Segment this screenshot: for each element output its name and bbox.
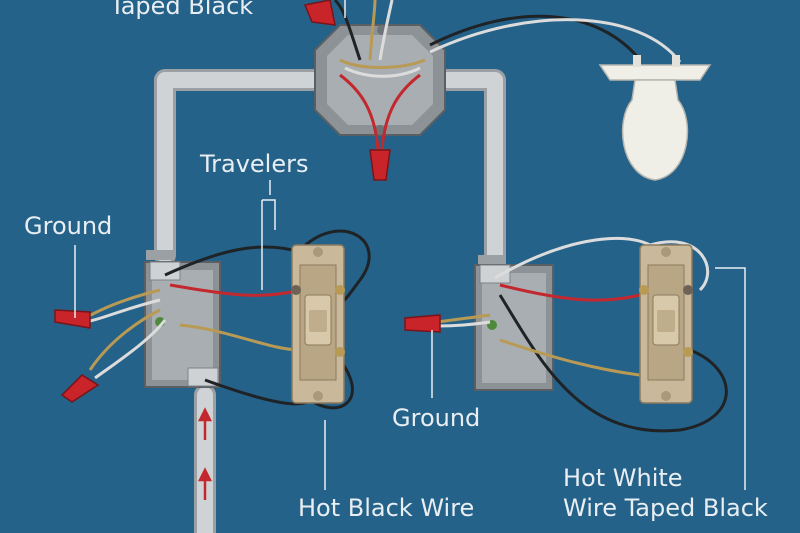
arrow-up-icon — [197, 407, 213, 500]
wires-top — [333, 0, 394, 61]
wire-nut-icon — [54, 309, 91, 329]
label-taped-black: Taped Black — [110, 0, 254, 20]
label-travelers: Travelers — [200, 150, 309, 178]
junction-box-icon — [314, 24, 446, 136]
switch-box-right — [474, 255, 554, 391]
label-hot-white-line2: Wire Taped Black — [563, 494, 768, 522]
leader-lines — [74, 0, 746, 490]
wires-to-light — [429, 14, 682, 63]
label-hot-white-line1: Hot White — [563, 464, 683, 492]
label-hot-black-wire: Hot Black Wire — [298, 494, 475, 522]
wire-nut-icon — [303, 0, 336, 26]
three-way-switch-icon — [291, 244, 345, 404]
light-bulb-icon — [598, 55, 712, 181]
wire-nut-icon — [404, 314, 441, 333]
label-ground-right: Ground — [392, 404, 481, 432]
switch-box-left — [144, 250, 221, 388]
label-ground-left: Ground — [24, 212, 113, 240]
three-way-switch-icon — [639, 244, 693, 404]
wire-nut-icon — [60, 374, 100, 403]
wires-junction-inner — [339, 58, 426, 151]
wire-nut-icon — [369, 149, 391, 181]
